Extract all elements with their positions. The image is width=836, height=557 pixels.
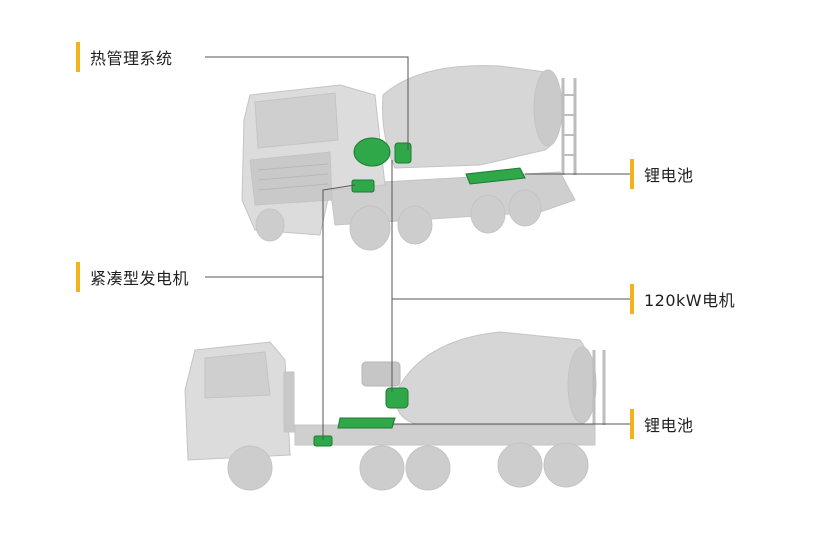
accent-bar [76, 42, 80, 72]
label-text: 锂电池 [644, 166, 694, 185]
leader-lines [205, 56, 630, 440]
label-battery-bottom: 锂电池 [630, 409, 694, 439]
leader-thermal [205, 56, 409, 150]
accent-bar [630, 159, 634, 189]
label-text: 紧凑型发电机 [90, 269, 190, 288]
bottom-motor [385, 387, 409, 409]
bottom-engine-block [361, 361, 401, 387]
top-battery [465, 167, 526, 185]
label-text: 锂电池 [644, 416, 694, 435]
accent-bar [630, 284, 634, 314]
bottom-mixer-truck [184, 331, 606, 491]
top-generator [351, 179, 375, 193]
accent-bar [76, 262, 80, 292]
label-thermal-management: 热管理系统 [76, 42, 173, 72]
label-battery-top: 锂电池 [630, 159, 694, 189]
top-thermal-unit [353, 137, 391, 167]
leader-generator-top [205, 184, 356, 278]
bottom-green-components [313, 387, 409, 447]
label-motor: 120kW电机 [630, 284, 735, 314]
top-motor [394, 142, 412, 164]
bottom-battery [337, 417, 396, 429]
top-green-components [351, 137, 526, 193]
top-mixer-truck [241, 65, 577, 251]
label-text: 热管理系统 [90, 49, 173, 68]
label-compact-generator: 紧凑型发电机 [76, 262, 189, 292]
accent-bar [630, 409, 634, 439]
label-text: 120kW电机 [644, 291, 736, 310]
